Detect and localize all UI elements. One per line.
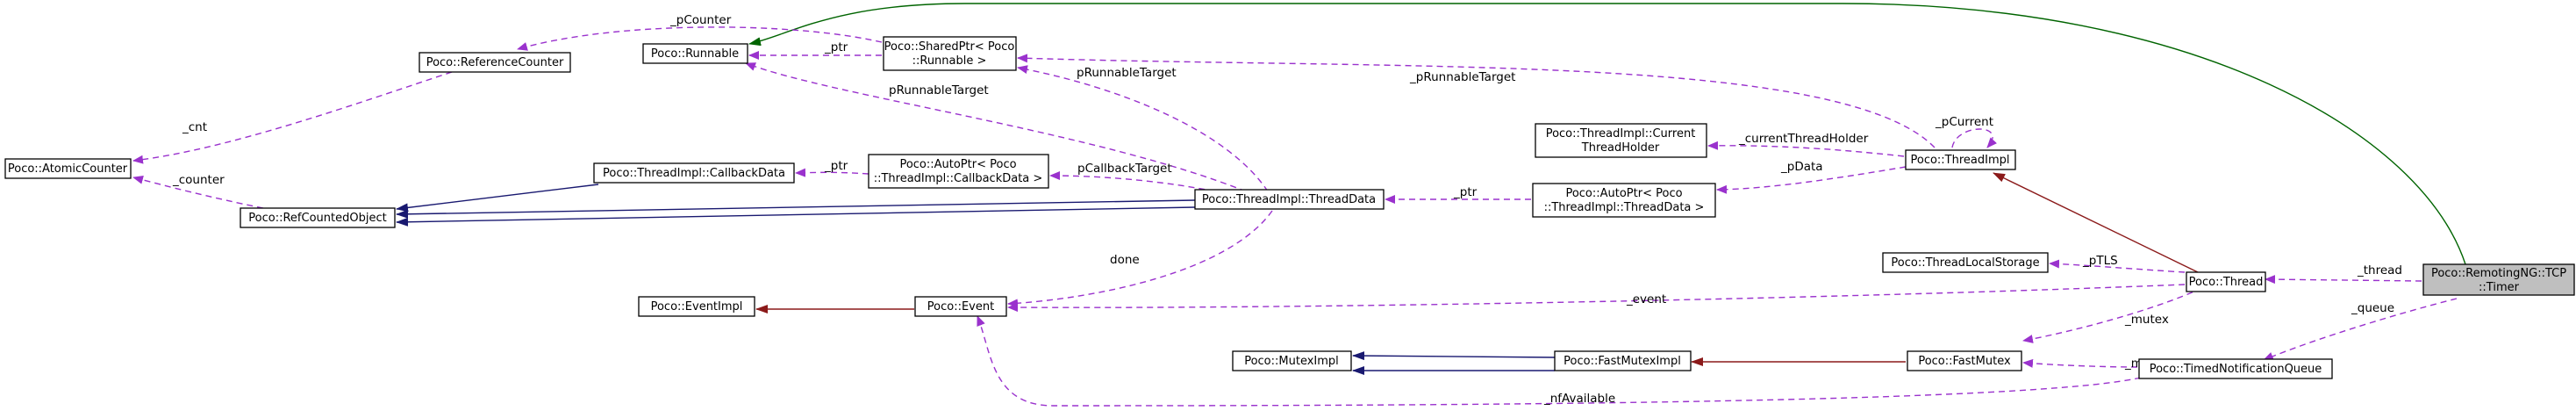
label-counter: _counter	[172, 173, 225, 187]
svg-text:Poco::TimedNotificationQueue: Poco::TimedNotificationQueue	[2150, 363, 2322, 376]
svg-text:Poco::ThreadImpl::CallbackData: Poco::ThreadImpl::CallbackData	[603, 167, 785, 180]
node-callbackdata[interactable]: Poco::ThreadImpl::CallbackData	[593, 162, 795, 184]
svg-text:::Runnable >: ::Runnable >	[912, 54, 987, 68]
node-fastmutex[interactable]: Poco::FastMutex	[1907, 350, 2022, 371]
label-mutex-thread: _mutex	[2124, 313, 2169, 327]
node-muteximpl[interactable]: Poco::MutexImpl	[1232, 350, 1352, 371]
svg-text:Poco::Runnable: Poco::Runnable	[651, 47, 739, 61]
edge-refcounter-atomiccounter	[132, 71, 453, 164]
edge-sharedptr-refcounter	[517, 26, 883, 51]
svg-text:Poco::EventImpl: Poco::EventImpl	[651, 300, 743, 314]
label-ptr-td: _ptr	[1453, 185, 1478, 199]
edge-thread-tls	[2049, 259, 2186, 273]
node-current-thread-holder[interactable]: Poco::ThreadImpl::Current ThreadHolder	[1535, 123, 1707, 158]
edge-threadimpl-sharedptr	[1017, 54, 1936, 148]
label-event: _event	[1626, 292, 1666, 306]
node-runnable[interactable]: Poco::Runnable	[642, 43, 748, 64]
svg-text:Poco::Thread: Poco::Thread	[2189, 276, 2264, 289]
label-pCounter: _pCounter	[669, 13, 732, 27]
edge-thread-timer	[2265, 275, 2422, 285]
node-atomic-counter[interactable]: Poco::AtomicCounter	[4, 158, 132, 179]
label-pCurrent: _pCurrent	[1935, 115, 1993, 129]
label-thread: _thread	[2357, 263, 2402, 277]
edge-threaddata-refcounted-b	[396, 206, 1196, 227]
node-eventimpl[interactable]: Poco::EventImpl	[638, 296, 755, 317]
edge-refcounted-atomiccounter	[132, 175, 264, 209]
svg-text:Poco::AutoPtr< Poco: Poco::AutoPtr< Poco	[899, 158, 1016, 171]
label-queue: _queue	[2351, 301, 2394, 315]
label-pData: _pData	[1780, 160, 1823, 174]
node-sharedptr-runnable[interactable]: Poco::SharedPtr< Poco ::Runnable >	[883, 36, 1017, 71]
edge-timer-runnable	[748, 3, 2466, 265]
edge-thread-threadimpl	[1993, 172, 2199, 273]
svg-text:Poco::ThreadImpl: Poco::ThreadImpl	[1910, 154, 2009, 167]
node-timed-notification-queue[interactable]: Poco::TimedNotificationQueue	[2138, 358, 2333, 379]
node-threaddata[interactable]: Poco::ThreadImpl::ThreadData	[1194, 189, 1385, 210]
edge-autoptrcb-callbackdata	[795, 168, 869, 177]
node-thread-local-storage[interactable]: Poco::ThreadLocalStorage	[1882, 252, 2049, 273]
node-autoptr-threaddata[interactable]: Poco::AutoPtr< Poco ::ThreadImpl::Thread…	[1532, 183, 1716, 218]
svg-text:ThreadHolder: ThreadHolder	[1581, 141, 1660, 155]
edge-tnq-fastmutex	[2022, 358, 2138, 368]
node-event[interactable]: Poco::Event	[914, 296, 1007, 317]
svg-text:Poco::RefCountedObject: Poco::RefCountedObject	[248, 212, 386, 225]
edge-threaddata-refcounted-a	[396, 199, 1196, 219]
svg-text:Poco::ReferenceCounter: Poco::ReferenceCounter	[426, 56, 564, 69]
edge-thread-event	[1007, 284, 2186, 313]
label-nfAvailable: _nfAvailable	[1543, 392, 1615, 406]
edge-threaddata-event	[1007, 210, 1273, 308]
edge-threadimpl-cth	[1707, 141, 1905, 157]
edge-threadimpl-autoptrtd	[1716, 166, 1907, 194]
edge-threaddata-autoptrcb	[1049, 171, 1216, 192]
edge-threaddata-sharedptr	[1017, 65, 1269, 192]
svg-text:Poco::RemotingNG::TCP: Poco::RemotingNG::TCP	[2431, 267, 2566, 280]
edge-threadimpl-self	[1951, 128, 1998, 148]
node-thread[interactable]: Poco::Thread	[2186, 271, 2266, 292]
label-pTLS: _pTLS	[2082, 254, 2118, 268]
label-cnt: _cnt	[182, 120, 207, 134]
svg-text:Poco::FastMutex: Poco::FastMutex	[1918, 355, 2011, 368]
svg-text:::ThreadImpl::CallbackData >: ::ThreadImpl::CallbackData >	[874, 172, 1043, 185]
node-fastmuteximpl[interactable]: Poco::FastMutexImpl	[1554, 350, 1692, 371]
node-threadimpl[interactable]: Poco::ThreadImpl	[1905, 149, 2016, 170]
label-pRunnableTarget-td: pRunnableTarget	[1077, 66, 1177, 80]
svg-text:Poco::AtomicCounter: Poco::AtomicCounter	[8, 162, 128, 176]
node-reference-counter[interactable]: Poco::ReferenceCounter	[419, 52, 571, 73]
svg-text:Poco::SharedPtr< Poco: Poco::SharedPtr< Poco	[884, 40, 1015, 54]
svg-text:Poco::FastMutexImpl: Poco::FastMutexImpl	[1563, 355, 1681, 368]
edge-tnq-timer	[2263, 298, 2458, 361]
label-done: done	[1110, 253, 1140, 267]
svg-text:Poco::AutoPtr< Poco: Poco::AutoPtr< Poco	[1565, 187, 1682, 200]
edge-tnq-event	[977, 315, 2142, 407]
node-autoptr-callbackdata[interactable]: Poco::AutoPtr< Poco ::ThreadImpl::Callba…	[868, 154, 1049, 189]
svg-text:Poco::ThreadImpl::ThreadData: Poco::ThreadImpl::ThreadData	[1202, 193, 1376, 206]
label-pCallbackTarget: pCallbackTarget	[1077, 162, 1172, 176]
label-ptr-sp: _ptr	[824, 40, 848, 54]
label-pRunnableTarget-impl: _pRunnableTarget	[1409, 70, 1515, 84]
edge-thread-fastmutex	[2022, 287, 2203, 343]
label-ptr-cb: _ptr	[824, 159, 848, 173]
label-currentThreadHolder: _currentThreadHolder	[1738, 132, 1869, 146]
edge-fastmuteximpl-muteximpl-a	[1352, 351, 1556, 361]
label-pRunnableTarget-td2: pRunnableTarget	[889, 83, 989, 97]
svg-text:::ThreadImpl::ThreadData >: ::ThreadImpl::ThreadData >	[1544, 201, 1705, 214]
svg-text:Poco::ThreadImpl::Current: Poco::ThreadImpl::Current	[1546, 127, 1696, 141]
svg-text:Poco::Event: Poco::Event	[927, 300, 994, 314]
edges	[132, 3, 2466, 407]
nodes: Poco::RemotingNG::TCP ::Timer Poco::Thre…	[4, 36, 2575, 379]
svg-text:Poco::MutexImpl: Poco::MutexImpl	[1244, 355, 1339, 368]
edge-callbackdata-refcounted	[396, 184, 599, 213]
node-timer[interactable]: Poco::RemotingNG::TCP ::Timer	[2422, 263, 2575, 296]
edge-threaddata-runnable	[745, 62, 1247, 192]
svg-text:Poco::ThreadLocalStorage: Poco::ThreadLocalStorage	[1891, 256, 2039, 270]
svg-text:::Timer: ::Timer	[2479, 281, 2520, 294]
node-refcounted-object[interactable]: Poco::RefCountedObject	[240, 207, 396, 228]
